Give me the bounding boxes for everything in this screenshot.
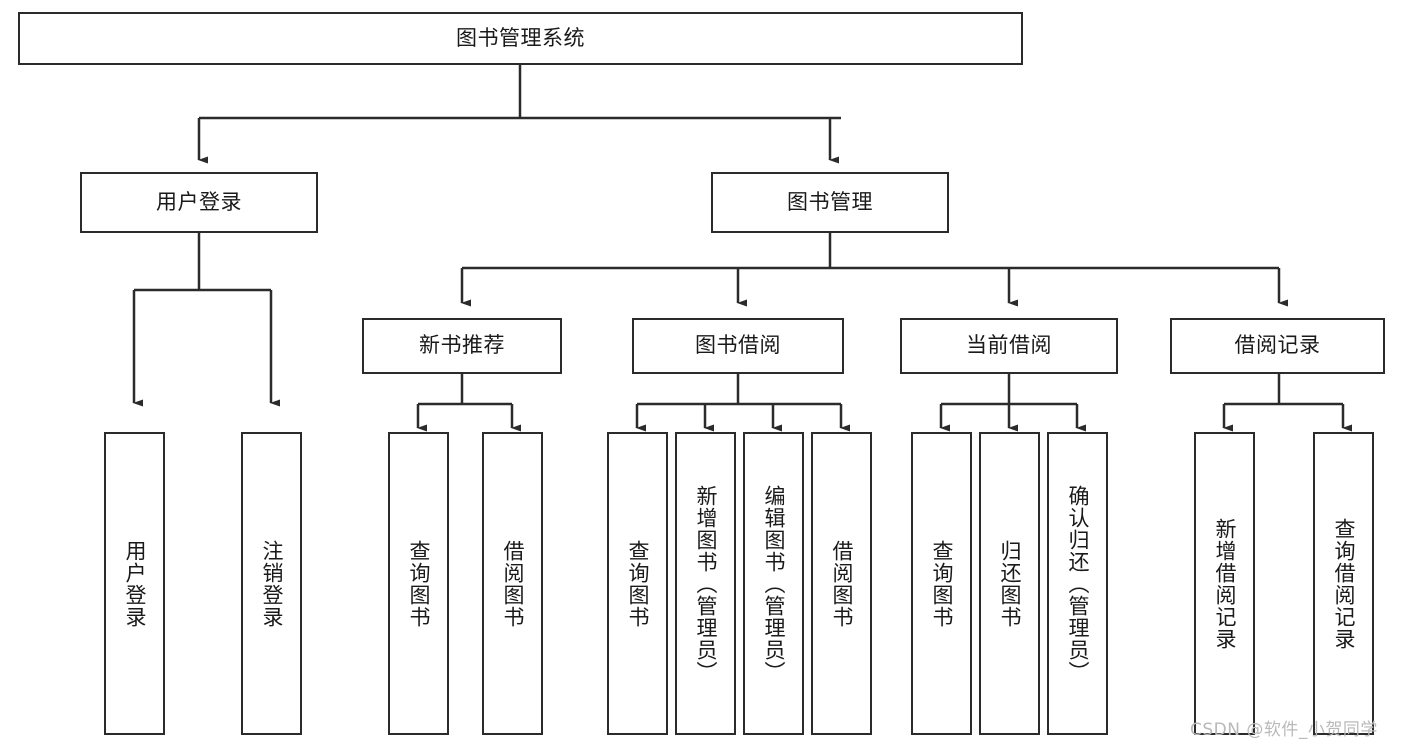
node-leaf-borrow-book-1-label: 借阅图书	[500, 539, 525, 628]
node-leaf-confirm-return-label: 确认归还（管理员）	[1065, 484, 1090, 683]
node-book-borrow[interactable]: 图书借阅	[632, 318, 844, 374]
node-leaf-borrow-book-2-label: 借阅图书	[829, 539, 854, 628]
node-leaf-query-book-1[interactable]: 查询图书	[388, 432, 449, 735]
node-book-admin-label: 图书管理	[787, 189, 873, 214]
node-leaf-user-login[interactable]: 用户登录	[104, 432, 165, 735]
node-book-borrow-label: 图书借阅	[695, 333, 781, 358]
node-leaf-return-book[interactable]: 归还图书	[979, 432, 1040, 735]
node-leaf-query-book-2[interactable]: 查询图书	[607, 432, 668, 735]
node-root[interactable]: 图书管理系统	[18, 12, 1023, 65]
node-leaf-add-book[interactable]: 新增图书（管理员）	[675, 432, 736, 735]
node-book-admin[interactable]: 图书管理	[711, 172, 949, 233]
node-leaf-add-record-label: 新增借阅记录	[1212, 517, 1237, 650]
node-leaf-add-record[interactable]: 新增借阅记录	[1194, 432, 1255, 735]
node-leaf-query-record[interactable]: 查询借阅记录	[1313, 432, 1374, 735]
node-new-book-rec[interactable]: 新书推荐	[362, 318, 562, 374]
node-leaf-query-book-3[interactable]: 查询图书	[911, 432, 972, 735]
node-leaf-borrow-book-1[interactable]: 借阅图书	[482, 432, 543, 735]
node-leaf-logout-label: 注销登录	[259, 539, 284, 628]
node-new-book-rec-label: 新书推荐	[419, 333, 505, 358]
node-leaf-user-login-label: 用户登录	[122, 539, 147, 628]
node-user-login[interactable]: 用户登录	[80, 172, 318, 233]
node-borrow-record[interactable]: 借阅记录	[1170, 318, 1385, 374]
node-leaf-query-book-3-label: 查询图书	[929, 539, 954, 628]
node-leaf-return-book-label: 归还图书	[997, 539, 1022, 628]
node-leaf-edit-book[interactable]: 编辑图书（管理员）	[743, 432, 804, 735]
node-current-borrow-label: 当前借阅	[966, 333, 1052, 358]
node-user-login-label: 用户登录	[156, 189, 242, 214]
node-leaf-add-book-label: 新增图书（管理员）	[693, 484, 718, 683]
node-leaf-query-book-1-label: 查询图书	[406, 539, 431, 628]
node-leaf-confirm-return[interactable]: 确认归还（管理员）	[1047, 432, 1108, 735]
node-leaf-edit-book-label: 编辑图书（管理员）	[761, 484, 786, 683]
node-leaf-logout[interactable]: 注销登录	[241, 432, 302, 735]
node-root-label: 图书管理系统	[456, 25, 585, 50]
node-leaf-query-record-label: 查询借阅记录	[1331, 517, 1356, 650]
node-current-borrow[interactable]: 当前借阅	[900, 318, 1118, 374]
node-leaf-query-book-2-label: 查询图书	[625, 539, 650, 628]
node-leaf-borrow-book-2[interactable]: 借阅图书	[811, 432, 872, 735]
node-borrow-record-label: 借阅记录	[1234, 333, 1321, 358]
